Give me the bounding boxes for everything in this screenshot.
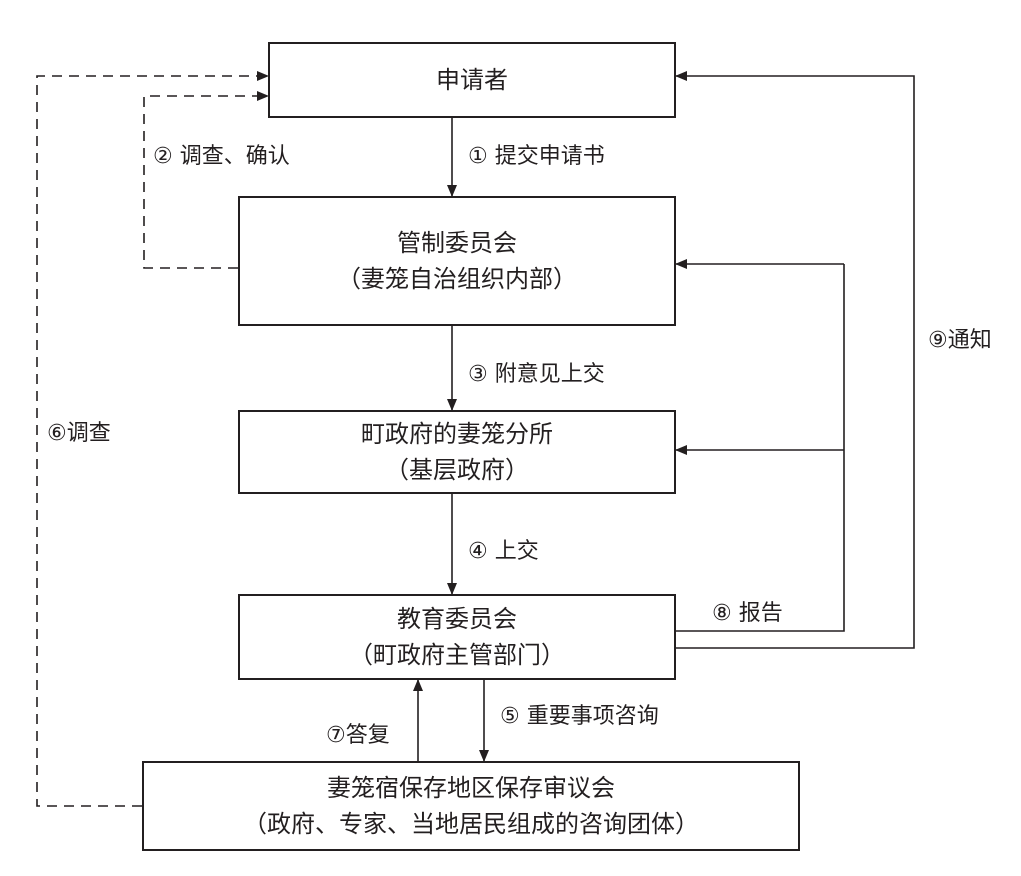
edge-label-reply: ⑦答复 xyxy=(326,723,390,748)
edge-label-forward: ④ 上交 xyxy=(468,539,539,564)
arrow-notify xyxy=(675,71,915,649)
committee-sublabel: （妻笼自治组织内部） xyxy=(337,265,577,293)
committee-box: 管制委员会 （妻笼自治组织内部） xyxy=(238,196,676,326)
edge-label-investigate: ⑥调查 xyxy=(47,421,111,446)
arrow-report-stem xyxy=(676,264,845,632)
arrow-investigate xyxy=(36,71,269,807)
applicant-label: 申请者 xyxy=(436,66,508,94)
branch-office-sublabel: （基层政府） xyxy=(385,456,529,484)
council-box: 妻笼宿保存地区保存审议会 （政府、专家、当地居民组成的咨询团体） xyxy=(142,761,800,851)
edge-label-forward-opinion: ③ 附意见上交 xyxy=(468,362,605,387)
council-label: 妻笼宿保存地区保存审议会 xyxy=(327,774,615,802)
branch-office-label: 町政府的妻笼分所 xyxy=(361,420,553,448)
arrow-survey-confirm xyxy=(143,91,269,269)
edge-label-notify: ⑨通知 xyxy=(928,328,992,353)
edge-label-consult: ⑤ 重要事项咨询 xyxy=(500,704,659,729)
edge-label-submit: ① 提交申请书 xyxy=(468,144,605,169)
council-sublabel: （政府、专家、当地居民组成的咨询团体） xyxy=(243,810,699,838)
branch-office-box: 町政府的妻笼分所 （基层政府） xyxy=(238,410,676,494)
committee-label: 管制委员会 xyxy=(397,229,517,257)
applicant-box: 申请者 xyxy=(268,42,676,118)
edge-label-report: ⑧ 报告 xyxy=(712,601,783,626)
edge-label-survey-confirm: ② 调查、确认 xyxy=(153,144,290,169)
education-committee-sublabel: （町政府主管部门） xyxy=(349,641,565,669)
education-committee-label: 教育委员会 xyxy=(397,605,517,633)
education-committee-box: 教育委员会 （町政府主管部门） xyxy=(238,594,676,680)
